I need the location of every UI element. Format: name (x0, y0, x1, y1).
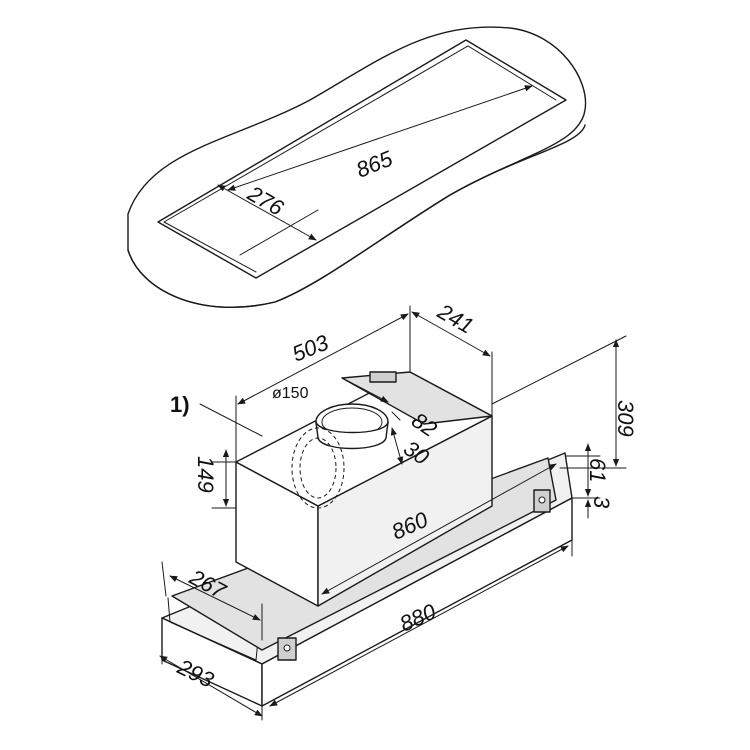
dim-body-depth: 241 (433, 298, 478, 339)
bracket-right (533, 489, 551, 513)
dim-body-width: 503 (289, 329, 333, 366)
dim-panel-depth-inner-line (169, 575, 261, 621)
dim-panel-length-line (269, 545, 569, 707)
bracket-left (277, 637, 297, 661)
cutout-template: 865 276 (127, 26, 587, 309)
dim-body-depth-line (411, 311, 491, 357)
housing-connector (369, 371, 397, 383)
dim-duct-height-ext (391, 411, 401, 421)
dim-panel-depth-line (159, 655, 263, 717)
dim-cutout-width-ext (239, 209, 319, 256)
dim-panel-height: 61 (585, 458, 610, 482)
ext-267-left (161, 561, 167, 597)
exhaust-duct (291, 403, 389, 509)
callout-label: 1) (170, 392, 190, 417)
dim-duct-diameter: ø150 (272, 385, 309, 402)
callout-leader (199, 403, 263, 437)
panel-lip (167, 597, 259, 661)
dim-duct-height-line (345, 379, 389, 403)
dim-body-width-line (237, 313, 409, 405)
dim-cutout-width-line (217, 184, 317, 241)
dim-total-height: 309 (613, 400, 638, 437)
ext-309-top (491, 335, 627, 405)
dim-cutout-length-line (227, 85, 533, 191)
dim-panel-thickness: 3 (589, 496, 614, 509)
dim-duct-offset-line (390, 427, 404, 465)
hood-assembly: 503 241 309 61 3 149 ø150 82 30 1) (159, 298, 638, 721)
dim-body-height: 149 (193, 456, 218, 493)
template-side (127, 124, 586, 309)
cutout-inner-edge-2 (163, 221, 257, 273)
